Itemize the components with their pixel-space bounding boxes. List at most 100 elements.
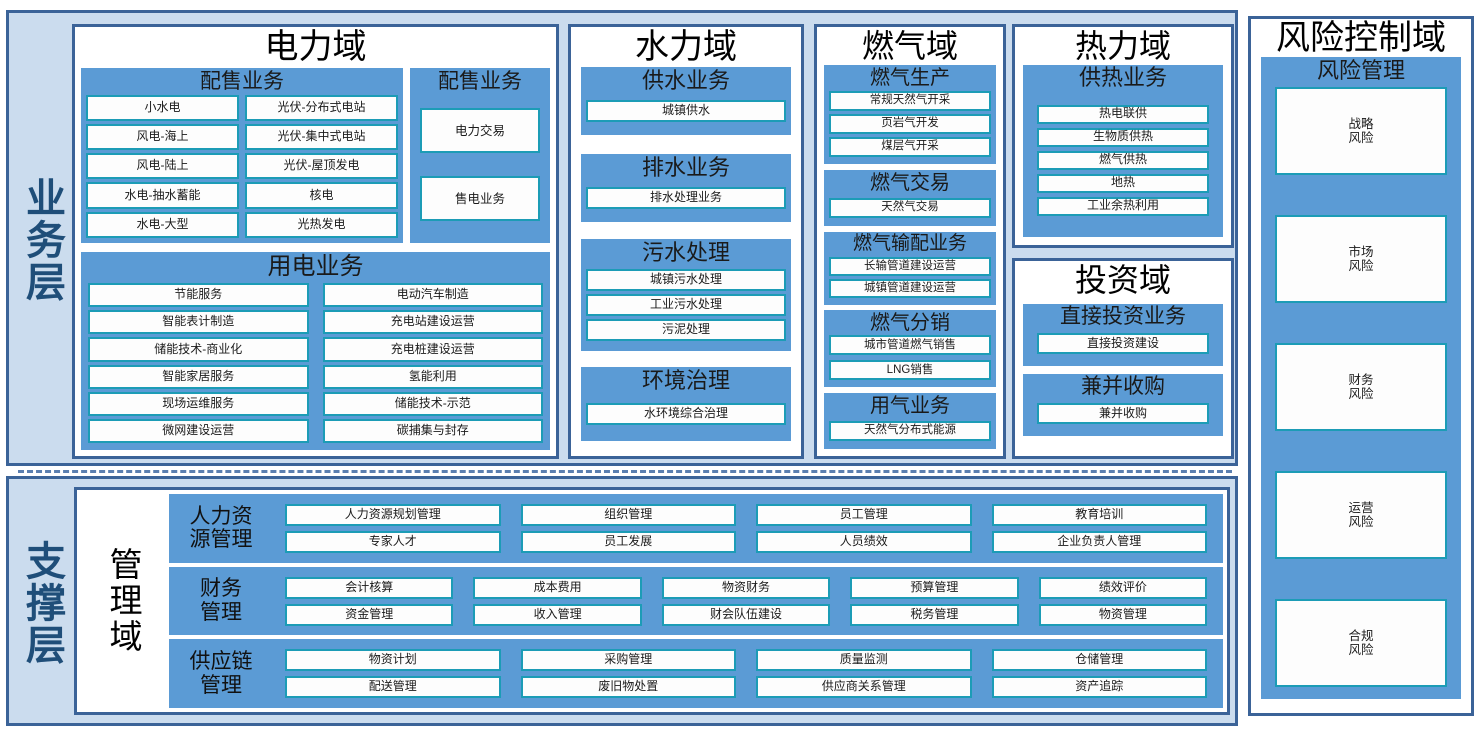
group-investment-direct: 直接投资业务 直接投资建设 — [1023, 303, 1223, 366]
item-water[interactable]: 污泥处理 — [586, 319, 786, 342]
item-power-use[interactable]: 氢能利用 — [322, 364, 543, 389]
item-gas[interactable]: 城镇管道建设运营 — [829, 278, 991, 298]
item-mgmt[interactable]: 质量监测 — [756, 649, 972, 672]
group-water-supply: 供水业务 城镇供水 — [581, 66, 791, 135]
item-power-use[interactable]: 现场运维服务 — [88, 391, 309, 416]
group-water-supply-title: 供水业务 — [641, 67, 730, 93]
item-thermal[interactable]: 热电联供 — [1037, 104, 1209, 124]
item-risk[interactable]: 财务 风险 — [1275, 342, 1447, 431]
item-water[interactable]: 工业污水处理 — [586, 294, 786, 317]
item-power-use[interactable]: 充电站建设运营 — [322, 310, 543, 335]
item-power-gen[interactable]: 水电-抽水蓄能 — [86, 182, 239, 209]
item-mgmt[interactable]: 人力资源规划管理 — [285, 503, 501, 526]
item-mgmt[interactable]: 成本费用 — [473, 576, 642, 599]
item-mgmt[interactable]: 物资管理 — [1038, 603, 1208, 626]
item-mgmt[interactable]: 绩效评价 — [1038, 576, 1208, 599]
item-risk[interactable]: 合规 风险 — [1275, 599, 1447, 687]
item-gas[interactable]: 页岩气开发 — [829, 113, 991, 134]
item-water[interactable]: 水环境综合治理 — [586, 403, 786, 426]
item-power-trading[interactable]: 电力交易 — [420, 108, 540, 154]
item-power-gen[interactable]: 光热发电 — [245, 211, 398, 238]
domain-water-title: 水力域 — [635, 28, 737, 66]
item-risk[interactable]: 战略 风险 — [1275, 86, 1447, 175]
group-power-trading-title: 配售业务 — [438, 69, 522, 93]
item-power-gen[interactable]: 风电-陆上 — [86, 153, 239, 180]
item-water[interactable]: 排水处理业务 — [586, 187, 786, 210]
item-mgmt[interactable]: 配送管理 — [285, 676, 501, 699]
item-gas[interactable]: 常规天然气开采 — [829, 90, 991, 111]
item-mgmt[interactable]: 物资计划 — [285, 649, 501, 672]
item-mgmt[interactable]: 企业负责人管理 — [991, 530, 1207, 553]
item-power-trading[interactable]: 售电业务 — [420, 176, 540, 222]
item-power-gen[interactable]: 光伏-集中式电站 — [245, 123, 398, 151]
item-thermal[interactable]: 工业余热利用 — [1037, 196, 1209, 216]
item-power-use[interactable]: 节能服务 — [88, 283, 309, 308]
item-power-use[interactable]: 智能表计制造 — [88, 310, 309, 335]
item-mgmt[interactable]: 税务管理 — [850, 603, 1019, 626]
item-gas[interactable]: 煤层气开采 — [829, 136, 991, 157]
mgmt-col: 教育培训 企业负责人管理 — [982, 503, 1218, 553]
item-mgmt[interactable]: 预算管理 — [850, 576, 1019, 599]
management-rows: 人力资 源管理 人力资源规划管理 专家人才 组织管理 员工发展 员工管理 人员绩… — [169, 490, 1227, 712]
item-mgmt[interactable]: 仓储管理 — [991, 649, 1207, 672]
item-mgmt[interactable]: 人员绩效 — [756, 530, 972, 553]
item-mgmt[interactable]: 采购管理 — [520, 649, 736, 672]
group-power-consumption: 用电业务 节能服务 智能表计制造 储能技术-商业化 智能家居服务 现场运维服务 … — [81, 251, 550, 450]
item-investment[interactable]: 兼并收购 — [1037, 403, 1209, 425]
item-power-gen[interactable]: 风电-海上 — [86, 123, 239, 151]
item-power-gen[interactable]: 光伏-屋顶发电 — [245, 153, 398, 180]
item-mgmt[interactable]: 物资财务 — [661, 576, 831, 599]
item-mgmt[interactable]: 收入管理 — [473, 603, 642, 626]
item-gas[interactable]: 天然气交易 — [829, 197, 991, 218]
domain-investment: 投资域 直接投资业务 直接投资建设 兼并收购 兼并收购 — [1012, 258, 1234, 459]
item-mgmt[interactable]: 财会队伍建设 — [661, 603, 831, 626]
item-power-gen[interactable]: 光伏-分布式电站 — [245, 94, 398, 121]
mgmt-col: 绩效评价 物资管理 — [1029, 576, 1217, 626]
item-mgmt[interactable]: 组织管理 — [520, 503, 736, 526]
item-power-gen[interactable]: 小水电 — [86, 94, 239, 121]
item-gas[interactable]: 城市管道燃气销售 — [829, 335, 991, 356]
item-power-gen[interactable]: 水电-大型 — [86, 211, 239, 238]
item-mgmt[interactable]: 供应商关系管理 — [756, 676, 972, 699]
item-thermal[interactable]: 燃气供热 — [1037, 150, 1209, 170]
item-power-gen[interactable]: 核电 — [245, 182, 398, 209]
mgmt-col: 组织管理 员工发展 — [511, 503, 747, 553]
item-mgmt[interactable]: 资产追踪 — [991, 676, 1207, 699]
item-mgmt[interactable]: 专家人才 — [285, 530, 501, 553]
item-mgmt[interactable]: 废旧物处置 — [520, 676, 736, 699]
item-investment[interactable]: 直接投资建设 — [1037, 333, 1209, 355]
item-power-use[interactable]: 智能家居服务 — [88, 364, 309, 389]
group-gas-production: 燃气生产 常规天然气开采 页岩气开发 煤层气开采 — [824, 64, 996, 165]
item-gas[interactable]: 长输管道建设运营 — [829, 256, 991, 276]
domain-gas-title: 燃气域 — [861, 28, 958, 64]
item-power-use[interactable]: 电动汽车制造 — [322, 283, 543, 308]
mgmt-row-supplychain-label: 供应链 管理 — [189, 650, 253, 697]
item-mgmt[interactable]: 员工发展 — [520, 530, 736, 553]
group-water-environment-title: 环境治理 — [641, 367, 730, 393]
item-risk[interactable]: 运营 风险 — [1275, 470, 1447, 559]
group-power-generation-title: 配售业务 — [200, 69, 284, 93]
layer-divider — [18, 470, 1232, 473]
item-thermal[interactable]: 地热 — [1037, 173, 1209, 193]
item-mgmt[interactable]: 员工管理 — [756, 503, 972, 526]
item-water[interactable]: 城镇供水 — [586, 100, 786, 123]
item-power-use[interactable]: 充电桩建设运营 — [322, 337, 543, 362]
group-power-generation: 配售业务 小水电 风电-海上 风电-陆上 水电-抽水蓄能 水电-大型 光伏-分布… — [81, 67, 403, 243]
item-thermal[interactable]: 生物质供热 — [1037, 127, 1209, 147]
item-mgmt[interactable]: 教育培训 — [991, 503, 1207, 526]
group-water-sewage-title: 污水处理 — [641, 239, 730, 265]
item-mgmt[interactable]: 会计核算 — [285, 576, 454, 599]
item-water[interactable]: 城镇污水处理 — [586, 269, 786, 292]
item-power-use[interactable]: 微网建设运营 — [88, 418, 309, 444]
group-investment-direct-title: 直接投资业务 — [1060, 304, 1186, 328]
domain-investment-title: 投资域 — [1074, 262, 1171, 298]
item-power-use[interactable]: 碳捕集与封存 — [322, 418, 543, 444]
item-mgmt[interactable]: 资金管理 — [285, 603, 454, 626]
item-risk[interactable]: 市场 风险 — [1275, 214, 1447, 303]
item-gas[interactable]: LNG销售 — [829, 360, 991, 381]
item-gas[interactable]: 天然气分布式能源 — [829, 420, 991, 441]
item-power-use[interactable]: 储能技术-商业化 — [88, 337, 309, 362]
mgmt-row-hr-label: 人力资 源管理 — [189, 504, 253, 552]
item-power-use[interactable]: 储能技术-示范 — [322, 391, 543, 416]
domain-management: 管理域 人力资 源管理 人力资源规划管理 专家人才 组织管理 员工发展 员工管理 — [74, 487, 1230, 715]
